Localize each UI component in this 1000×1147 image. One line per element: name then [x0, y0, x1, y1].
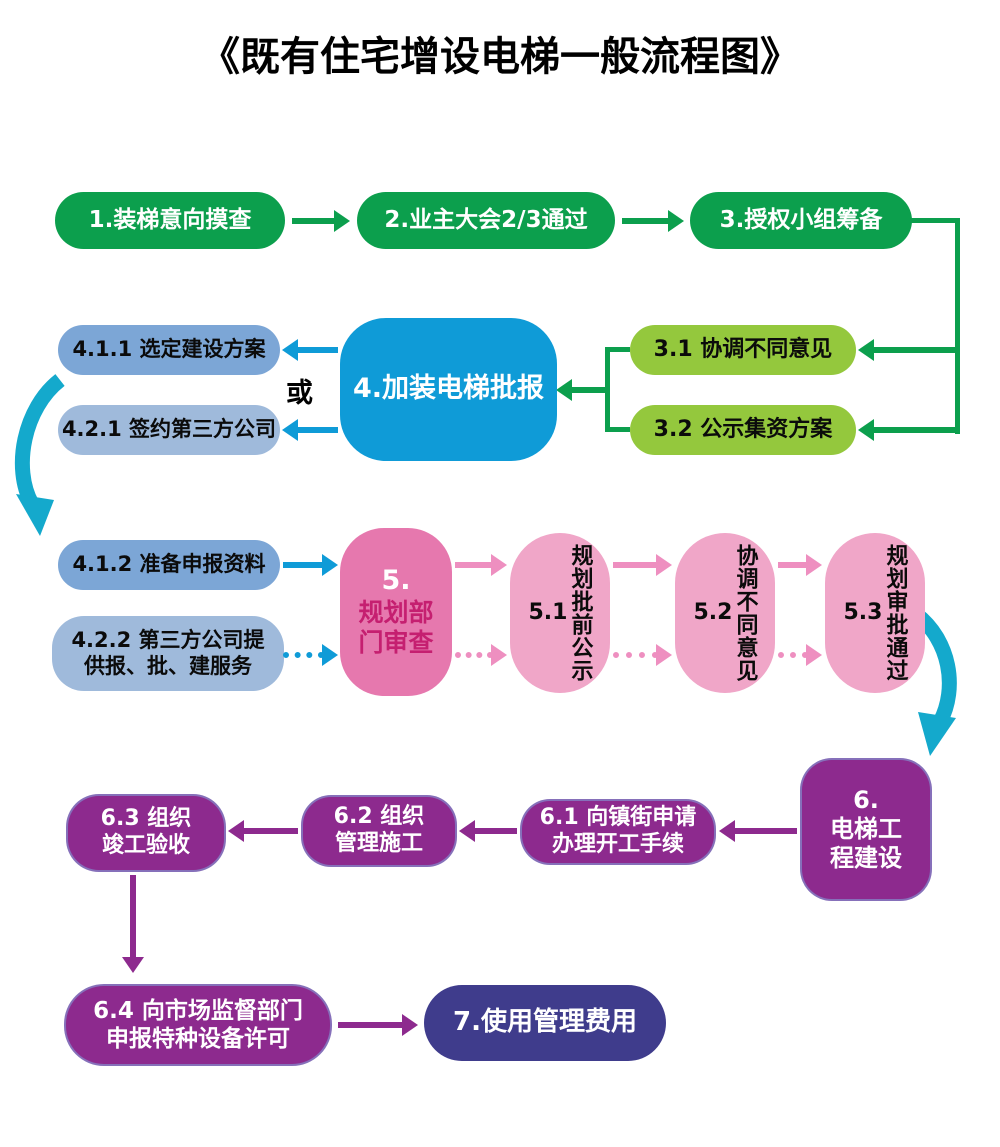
- node-5-2-label: 协调不同意见: [732, 544, 758, 682]
- arrow-5-2-to-5-3: [778, 554, 822, 576]
- node-5-label: 规划部 门审查: [358, 597, 434, 658]
- arrow-5-to-5-1-dotted: [455, 644, 507, 666]
- connector-3-horizontal: [910, 218, 960, 223]
- arrow-6-3-to-6-4: [122, 875, 144, 973]
- node-3-1-coordinate-objections: 3.1 协调不同意见: [630, 325, 856, 375]
- arrow-4-to-4-2-1: [282, 419, 338, 441]
- arrow-3-to-3-2: [858, 419, 960, 441]
- arrow-4-to-4-1-1: [282, 339, 338, 361]
- node-5-3-planning-approval-passed: 5.3 规划审批通过: [825, 533, 925, 693]
- arrow-5-1-to-5-2: [613, 554, 672, 576]
- node-5-1-pre-approval-publicity: 5.1 规划批前公示: [510, 533, 610, 693]
- node-5-3-label: 规划审批通过: [882, 544, 908, 682]
- or-label: 或: [286, 378, 313, 409]
- node-5-number: 5.: [381, 565, 411, 597]
- node-5-3-number: 5.3: [843, 599, 883, 625]
- node-4-elevator-approval-report: 4.加装电梯批报: [340, 318, 557, 461]
- node-3-2-publicize-funding-plan: 3.2 公示集资方案: [630, 405, 856, 455]
- node-5-planning-department-review: 5. 规划部 门审查: [340, 528, 452, 696]
- arrow-6-2-to-6-3: [228, 820, 298, 842]
- connector-3-vertical: [955, 218, 960, 434]
- arrow-5-to-5-1: [455, 554, 507, 576]
- node-7-usage-management-fee: 7.使用管理费用: [424, 985, 666, 1061]
- node-5-1-number: 5.1: [528, 599, 568, 625]
- arrow-6-to-6-1: [719, 820, 797, 842]
- node-5-2-number: 5.2: [693, 599, 733, 625]
- connector-3-1-left: [605, 347, 630, 352]
- connector-3-2-left: [605, 427, 630, 432]
- curved-arrow-down-left-icon: [14, 374, 65, 536]
- arrow-6-4-to-7: [338, 1014, 418, 1036]
- arrow-4-2-2-to-5-dotted: [283, 644, 338, 666]
- node-6-1-start-work-procedures: 6.1 向镇街申请 办理开工手续: [520, 799, 716, 865]
- node-6-2-manage-construction: 6.2 组织 管理施工: [301, 795, 457, 867]
- node-1-elevator-intention-survey: 1.装梯意向摸查: [55, 192, 285, 249]
- node-4-1-2-prepare-application-materials: 4.1.2 准备申报资料: [58, 540, 280, 590]
- node-4-1-1-select-construction-plan: 4.1.1 选定建设方案: [58, 325, 280, 375]
- arrow-5-2-to-5-3-dotted: [778, 644, 822, 666]
- curved-arrow-down-right-icon: [911, 608, 957, 756]
- arrow-3x-to-4: [556, 379, 610, 401]
- node-2-owners-meeting-two-thirds: 2.业主大会2/3通过: [357, 192, 615, 249]
- node-5-1-label: 规划批前公示: [567, 544, 593, 682]
- node-4-2-2-third-party-services: 4.2.2 第三方公司提 供报、批、建服务: [52, 616, 284, 691]
- node-3-authorized-group-preparation: 3.授权小组筹备: [690, 192, 912, 249]
- node-6-3-completion-acceptance: 6.3 组织 竣工验收: [66, 794, 226, 872]
- page-title: 《既有住宅增设电梯一般流程图》: [200, 34, 800, 80]
- arrow-1-to-2: [292, 210, 350, 232]
- node-5-2-coordinate-objections: 5.2 协调不同意见: [675, 533, 775, 693]
- node-6-4-special-equipment-permit: 6.4 向市场监督部门 申报特种设备许可: [64, 984, 332, 1066]
- arrow-3-to-3-1: [858, 339, 960, 361]
- node-6-elevator-construction: 6. 电梯工 程建设: [800, 758, 932, 901]
- arrow-2-to-3: [622, 210, 684, 232]
- arrow-4-1-2-to-5: [283, 554, 338, 576]
- node-4-2-1-sign-third-party-company: 4.2.1 签约第三方公司: [58, 405, 280, 455]
- arrow-6-1-to-6-2: [459, 820, 517, 842]
- arrow-5-1-to-5-2-dotted: [613, 644, 672, 666]
